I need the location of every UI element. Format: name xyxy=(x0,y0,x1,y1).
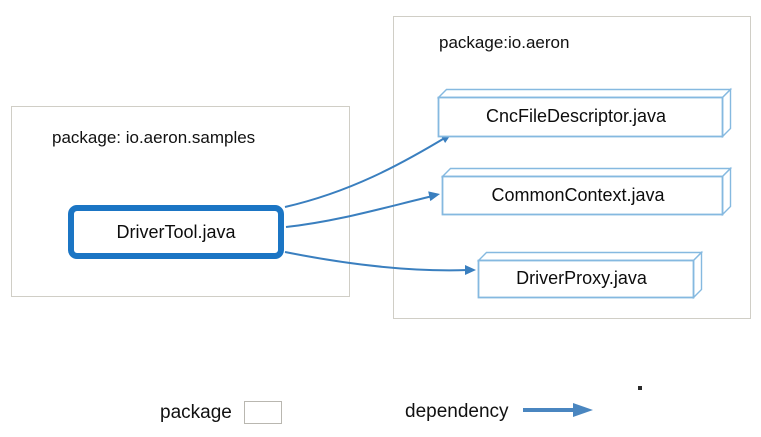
class-node-cncfiledescriptor[interactable]: CncFileDescriptor.java xyxy=(436,87,733,139)
class-node-drivertool[interactable]: DriverTool.java xyxy=(68,205,284,259)
package-label-io-aeron-samples: package: io.aeron.samples xyxy=(52,128,256,147)
legend-item-package: package xyxy=(160,401,282,424)
class-node-label-drivertool: DriverTool.java xyxy=(116,221,236,242)
legend-label-package: package xyxy=(160,401,232,423)
class-node-driverproxy[interactable]: DriverProxy.java xyxy=(476,250,704,300)
package-swatch-icon xyxy=(243,401,282,424)
dependency-arrow-icon xyxy=(522,402,595,423)
legend-item-dependency: dependency xyxy=(405,401,595,423)
legend-label-dependency: dependency xyxy=(405,401,509,422)
stray-dot-artifact xyxy=(638,386,642,390)
class-node-commoncontext[interactable]: CommonContext.java xyxy=(440,166,733,217)
package-label-io-aeron: package:io.aeron xyxy=(439,33,570,52)
